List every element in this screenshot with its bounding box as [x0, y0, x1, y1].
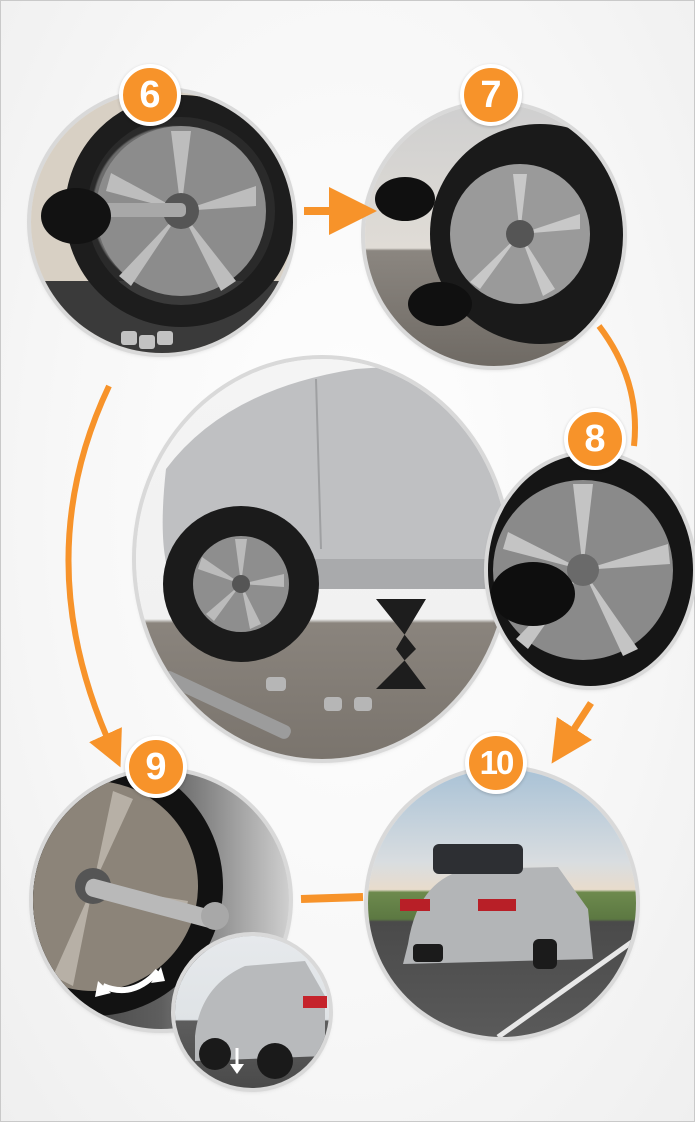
step-10-image: [368, 769, 636, 1037]
step-10-badge: 10: [465, 732, 527, 794]
step-6-image: [31, 91, 293, 353]
step-6-badge: 6: [119, 64, 181, 126]
tire-mounting-icon: [375, 104, 623, 344]
step-7-badge: 7: [460, 64, 522, 126]
wheel-tightening-icon: [491, 480, 673, 660]
lowered-car-icon: [195, 961, 327, 1079]
step-8-badge: 8: [564, 408, 626, 470]
car-on-jack-icon: [162, 359, 508, 739]
step-9-badge: 9: [125, 736, 187, 798]
car-driving-away-icon: [400, 844, 636, 1037]
step-7-image: [365, 104, 623, 366]
rotate-arrow-icon: [101, 968, 161, 994]
wheel-icon: [31, 95, 293, 353]
center-car-on-jack-image: [136, 359, 508, 759]
step-9-inset-lowered-car-image: [175, 936, 329, 1088]
step-8-image: [488, 454, 693, 686]
